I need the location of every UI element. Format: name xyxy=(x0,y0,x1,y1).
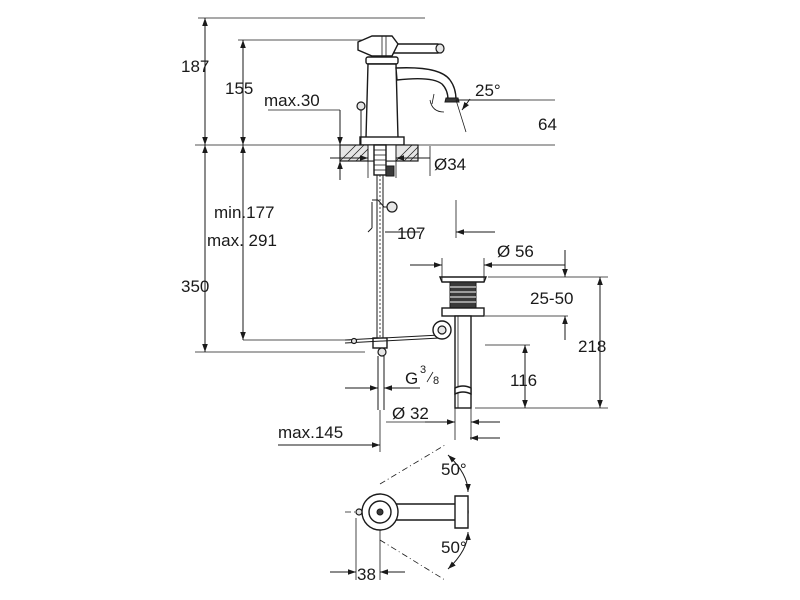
label-25-degree: 25° xyxy=(475,81,501,100)
label-diameter-32: Ø 32 xyxy=(392,404,429,423)
max145-dim xyxy=(278,410,500,452)
label-diameter-56: Ø 56 xyxy=(497,242,534,261)
tail-diameter-dim xyxy=(386,408,500,440)
label-116: 116 xyxy=(510,371,537,390)
label-64: 64 xyxy=(538,115,557,134)
reach-dim xyxy=(382,200,495,240)
label-thread-numerator: 3 xyxy=(420,364,426,376)
label-min177: min.177 xyxy=(214,203,274,222)
drain-diameter-dim xyxy=(410,258,565,282)
dim-lines-left xyxy=(202,18,350,352)
label-350: 350 xyxy=(181,277,209,296)
max30-leader xyxy=(268,109,343,180)
label-thread-g: G xyxy=(405,369,418,388)
label-107: 107 xyxy=(397,224,425,243)
faucet xyxy=(356,35,460,146)
label-187: 187 xyxy=(181,57,209,76)
hole-diameter-dim xyxy=(330,145,431,178)
label-155: 155 xyxy=(225,79,253,98)
label-max291: max. 291 xyxy=(207,231,277,250)
label-diameter-34: Ø34 xyxy=(434,155,466,174)
label-25-50: 25-50 xyxy=(530,289,573,308)
top-view xyxy=(330,444,471,581)
label-218: 218 xyxy=(578,337,606,356)
drain-vertical-dims xyxy=(522,250,603,408)
label-38: 38 xyxy=(357,565,376,584)
supply-hoses xyxy=(344,125,441,410)
label-50-degree-bottom: 50° xyxy=(441,538,467,557)
spout-angle xyxy=(455,98,520,133)
countertop xyxy=(339,144,419,177)
label-50-degree-top: 50° xyxy=(441,460,467,479)
dimension-labels: 187 155 max.30 25° 64 Ø34 min.177 max. 2… xyxy=(181,57,606,584)
label-max30: max.30 xyxy=(264,91,320,110)
drain-assembly xyxy=(432,276,488,409)
label-thread-denominator: 8 xyxy=(433,375,439,387)
label-max145: max.145 xyxy=(278,423,343,442)
